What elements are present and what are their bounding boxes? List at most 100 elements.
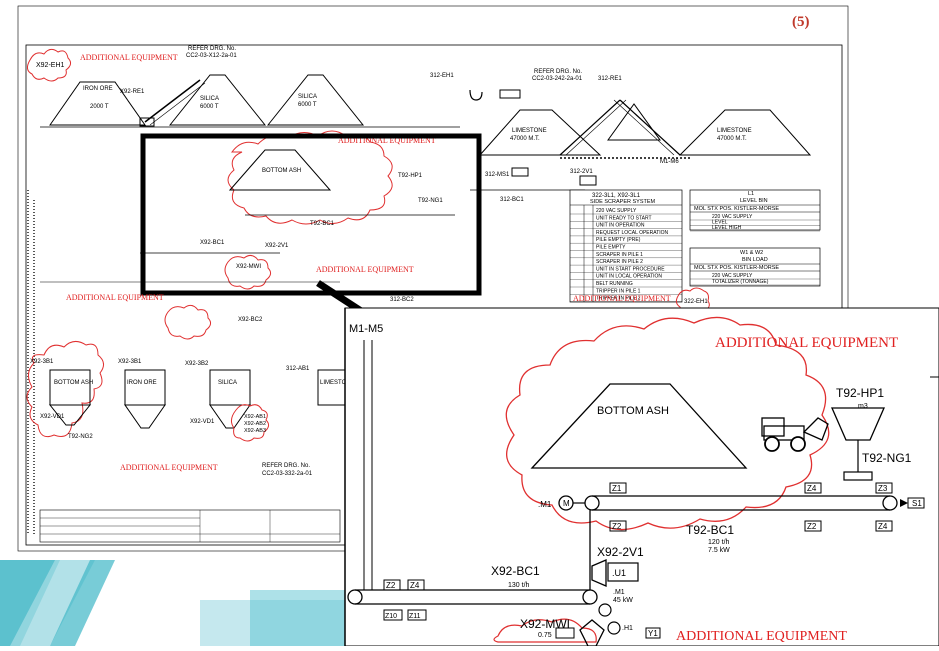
- label-312-ab1: 312-AB1: [286, 366, 310, 372]
- cloud-x92-mw1-main: [224, 254, 272, 290]
- zoom-label-bc1-power: 7.5 kW: [708, 547, 730, 554]
- zoom-label-u1: .U1: [612, 568, 626, 578]
- zoom-label-bc1-rate: 120 t/h: [708, 539, 730, 546]
- scraper-table-row: UNIT READY TO START: [596, 215, 652, 221]
- refer-drg-top-right-no: CC2-03-242-2a-01: [532, 76, 583, 82]
- tag-box-z3: [875, 482, 893, 494]
- label-limestone-1-qty: 47000 M.T.: [510, 136, 540, 142]
- refer-drg-top-left-no: CC2-03-X12-2a-01: [186, 53, 237, 59]
- label-t92-hp1: T92-HP1: [398, 173, 423, 179]
- zoom-tag-z3: Z3: [878, 484, 888, 493]
- zoom-panel: [344, 307, 939, 647]
- label-limestone-1: LIMESTONE: [512, 128, 547, 134]
- silica-pile-1: [168, 74, 267, 126]
- label-x92-ab2: X92-AB2: [244, 421, 266, 427]
- l1-table-row: 220 VAC SUPPLY: [712, 214, 753, 220]
- label-t92-ng2: T92-NG2: [68, 434, 93, 440]
- l1-level-table: [689, 189, 821, 231]
- zoom-label-t92-hp1: T92-HP1: [836, 386, 884, 400]
- label-x92-bc2: X92-BC2: [238, 317, 263, 323]
- label-x92-bc1: X92-BC1: [200, 240, 225, 246]
- tag-box-z2-c: [383, 579, 401, 591]
- feeder-t92-ng1: [843, 471, 873, 481]
- box-312-ms1: [511, 167, 529, 177]
- label-x92-mw1: X92-MWI: [236, 264, 261, 270]
- label-bottom-ash-bin: BOTTOM ASH: [54, 380, 93, 386]
- scraper-table-title: 322-3L1, X92-3L1: [592, 193, 641, 199]
- label-x92-3b1-mid: X92-3B1: [118, 359, 142, 365]
- label-silica-bin: SILICA: [218, 380, 237, 386]
- label-limestone-2: LIMESTONE: [717, 128, 752, 134]
- scraper-table-row: REQUEST LOCAL OPERATION: [596, 230, 669, 236]
- l1-table-header: MOL STX POS. KISTLER-MORSE: [694, 206, 779, 212]
- zoom-label-m1-power: 45 kW: [613, 597, 633, 604]
- label-additional-equipment-3: ADDITIONAL EQUIPMENT: [316, 265, 414, 274]
- scraper-table-row: TRIPPER IN PILE 2: [596, 296, 641, 302]
- zoom-tag-z2-c: Z2: [386, 581, 396, 590]
- tag-box-s1: [907, 497, 925, 509]
- tag-box-z2-a: [609, 520, 627, 532]
- x92-re1-reclaimer: [139, 79, 206, 127]
- scraper-table-row: PILE EMPTY (PRE): [596, 237, 641, 243]
- box-u1: [607, 562, 639, 582]
- label-t92-ng1: T92-NG1: [418, 198, 443, 204]
- hook-312-eh1: [469, 89, 521, 101]
- zoom-tag-z4-bottom: Z4: [878, 522, 888, 531]
- label-312-bc2: 312-BC2: [390, 297, 414, 303]
- loader-icon: [761, 417, 829, 452]
- label-iron-ore: IRON ORE: [83, 86, 113, 92]
- label-x92-ab1: X92-AB1: [244, 414, 266, 420]
- scraper-table-row: UNIT IN LOCAL OPERATION: [596, 274, 662, 280]
- label-silica-2-qty: 6000 T: [298, 102, 317, 108]
- page-number: (5): [792, 14, 810, 30]
- diverter-x92-2v1: [591, 559, 607, 587]
- l1-table-row: LEVEL HIGH: [712, 225, 742, 231]
- label-additional-equipment-right: ADDITIONAL EQUIPMENT: [573, 294, 671, 303]
- label-x92-ab3: X92-AB3: [244, 428, 266, 434]
- refer-drg-top-right: REFER DRG. No.: [534, 69, 582, 75]
- motor-m1-x92-circle: [598, 603, 612, 617]
- scraper-table-row: UNIT IN START PROCEDURE: [596, 266, 665, 272]
- zoom-label-mw1-power: 0.75: [538, 632, 552, 639]
- zoom-tag-s1: S1: [912, 499, 922, 508]
- limestone-pile-2: [678, 109, 812, 156]
- tag-box-z10: [383, 609, 403, 621]
- scraper-table-row: 220 VAC SUPPLY: [596, 208, 637, 214]
- w-table-header: MOL STX POS. KISTLER-MORSE: [694, 265, 779, 271]
- zoom-highlight-rectangle: [140, 133, 482, 296]
- title-block: [39, 509, 341, 543]
- label-t92-bc1: T92-BC1: [310, 221, 335, 227]
- label-iron-ore-qty: 2000 T: [90, 104, 109, 110]
- zoom-label-m1-left: .M1: [538, 500, 552, 509]
- tag-box-y1: [645, 627, 661, 639]
- label-312-re1: 312-RE1: [598, 76, 622, 82]
- zoom-tag-z1: Z1: [612, 484, 622, 493]
- label-iron-ore-bin: IRON ORE: [127, 380, 157, 386]
- motor-h1-circle: [607, 621, 621, 635]
- l1-table-row: LEVEL: [712, 220, 728, 226]
- label-m1-m5: M1-M5: [349, 323, 383, 335]
- bin-bottom-ash-main: [26, 341, 104, 438]
- label-additional-equipment-5: ADDITIONAL EQUIPMENT: [120, 463, 218, 472]
- l1-table-title: L1: [748, 191, 754, 197]
- box-312-2v1: [579, 175, 597, 186]
- label-bottom-ash-main: BOTTOM ASH: [262, 168, 301, 174]
- scraper-system-table: [569, 189, 683, 303]
- zoom-tag-z11: Z11: [409, 613, 421, 620]
- label-silica-2: SILICA: [298, 94, 317, 100]
- s1-arrow-icon: [900, 499, 908, 507]
- refer-drg-top-left: REFER DRG. No.: [188, 46, 236, 52]
- silica-pile-2: [266, 74, 365, 126]
- scraper-table-row: SCRAPER IN PILE 1: [596, 252, 643, 258]
- tag-box-z4-top: [804, 482, 822, 494]
- w-table-row: TOTALIZER (TONNAGE): [712, 279, 769, 285]
- label-x92-3b1-left: X92-3B1: [30, 359, 54, 365]
- refer-drg-bottom: REFER DRG. No.: [262, 463, 310, 469]
- w-table-title: W1 & W2: [740, 250, 763, 256]
- label-additional-equipment-1: ADDITIONAL EQUIPMENT: [80, 53, 178, 62]
- bottom-ash-pile-zoom: [530, 383, 748, 469]
- cloud-x92-eh1: [26, 48, 72, 82]
- zoom-tag-z4-top: Z4: [807, 484, 817, 493]
